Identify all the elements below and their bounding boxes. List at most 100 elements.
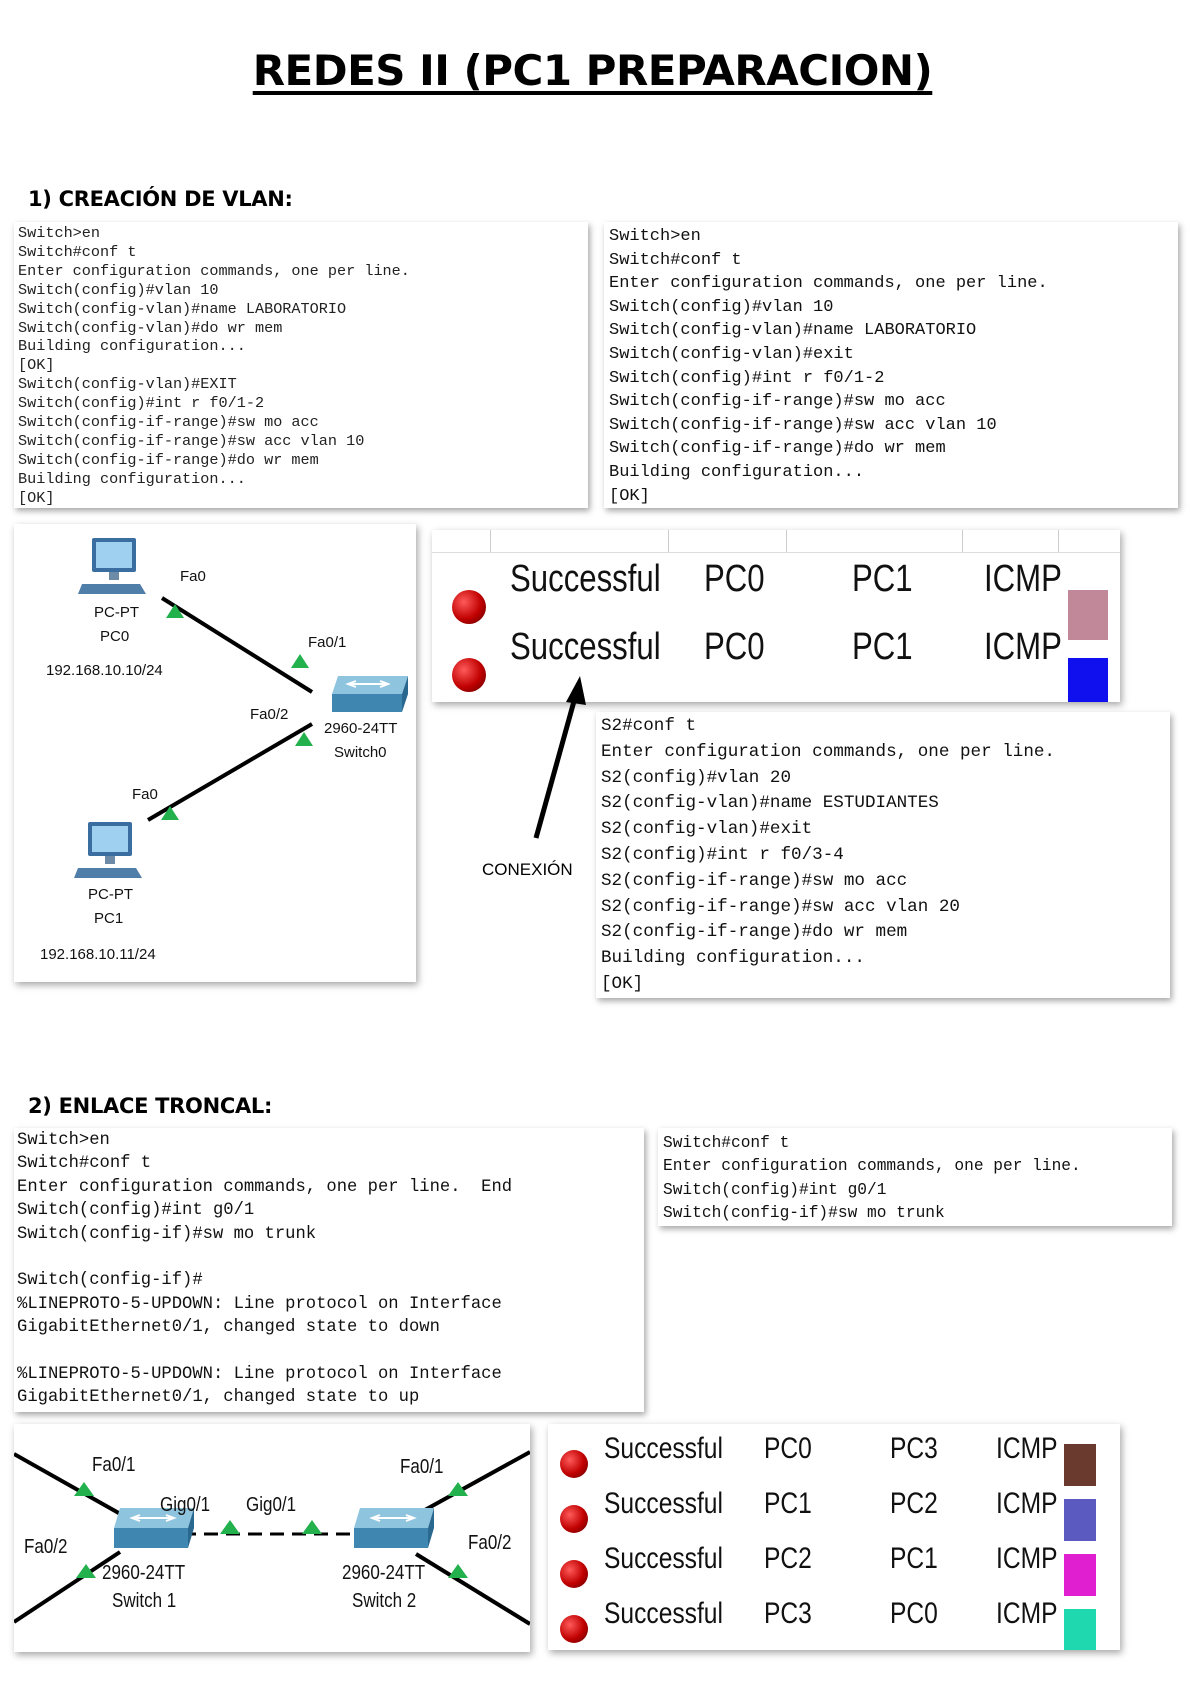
switch1-icon[interactable] (106, 1504, 206, 1560)
pdu-source: PC3 (764, 1597, 812, 1630)
pdu-destination: PC2 (890, 1487, 938, 1520)
switch0-icon[interactable] (326, 672, 416, 724)
terminal-line: Switch(config)#vlan 10 (609, 297, 834, 317)
terminal-line: Switch(config-if-range)#sw acc vlan 10 (609, 415, 997, 435)
terminal-line: S2(config-vlan)#name ESTUDIANTES (601, 793, 939, 814)
pdu-status: Successful (604, 1597, 723, 1630)
pdu-source: PC0 (704, 558, 765, 600)
terminal-line (17, 1340, 641, 1363)
pc1-icon[interactable] (74, 820, 144, 884)
pdu-destination: PC0 (890, 1597, 938, 1630)
pdu-status-dot-icon[interactable] (560, 1615, 588, 1643)
pdu-type: ICMP (996, 1542, 1058, 1575)
pdu-color-swatch (1064, 1609, 1096, 1650)
pc1-name-label: PC1 (94, 910, 124, 927)
pc0-name-label: PC0 (100, 628, 130, 645)
pdu-type: ICMP (984, 558, 1062, 600)
pdu-source: PC0 (704, 626, 765, 668)
terminal-line: GigabitEthernet0/1, changed state to up (17, 1388, 420, 1408)
terminal-line: Switch(config)#int r f0/1-2 (609, 368, 885, 388)
switch2-icon[interactable] (346, 1504, 446, 1560)
port-label-switch-fa0-2: Fa0/2 (250, 706, 289, 723)
terminal-line: %LINEPROTO-5-UPDOWN: Line protocol on In… (17, 1365, 502, 1385)
sw1-port-gig0-1: Gig0/1 (160, 1494, 211, 1516)
terminal-line: %LINEPROTO-5-UPDOWN: Line protocol on In… (17, 1294, 502, 1314)
connection-arrow-icon (533, 676, 586, 839)
terminal-line: GigabitEthernet0/1, changed state to dow… (17, 1318, 440, 1338)
terminal-line: [OK] (601, 973, 644, 994)
terminal-line: Switch(config-if)#sw mo trunk (17, 1224, 317, 1244)
port-label-pc0-fa0: Fa0 (180, 568, 206, 585)
sw2-port-fa0-1: Fa0/1 (400, 1456, 444, 1478)
pdu-source: PC0 (764, 1432, 812, 1465)
pdu-status-dot-icon[interactable] (452, 658, 486, 692)
trunk-topology-links (14, 1450, 530, 1626)
pc0-icon[interactable] (78, 536, 148, 600)
terminal-line: Enter configuration commands, one per li… (18, 261, 410, 280)
terminal-line: Switch(config-vlan)#name LABORATORIO (18, 299, 347, 318)
terminal-line: S2(config-vlan)#exit (601, 819, 813, 840)
pdu-destination: PC1 (890, 1542, 938, 1575)
terminal-line: Switch(config-vlan)#name LABORATORIO (609, 321, 977, 341)
terminal-line: Switch#conf t (17, 1154, 152, 1174)
pdu-destination: PC1 (852, 558, 913, 600)
terminal-line: Switch(config)#int g0/1 (663, 1180, 887, 1199)
pdu-color-swatch (1064, 1444, 1096, 1486)
pdu-color-swatch (1064, 1499, 1096, 1541)
terminal-line: Switch#conf t (18, 242, 137, 261)
sw2-name-label: Switch 2 (352, 1590, 417, 1612)
pdu-status-dot-icon[interactable] (560, 1505, 588, 1533)
sw2-model-label: 2960-24TT (342, 1562, 426, 1584)
terminal-line: Building configuration... (18, 469, 246, 488)
terminal-line: Switch(config)#int g0/1 (17, 1201, 255, 1221)
terminal-line: Switch>en (609, 227, 701, 246)
pdu-color-swatch (1068, 658, 1108, 702)
pc0-type-label: PC-PT (94, 604, 139, 621)
port-label-switch-fa0-1: Fa0/1 (308, 634, 347, 651)
switch0-model-label: 2960-24TT (324, 720, 398, 737)
terminal-line: Building configuration... (18, 337, 246, 356)
pdu-status-dot-icon[interactable] (560, 1450, 588, 1478)
terminal-line: Switch(config-if-range)#sw mo acc (18, 413, 319, 432)
switch0-name-label: Switch0 (334, 744, 387, 761)
terminal-line: [OK] (18, 356, 55, 375)
pdu-destination: PC3 (890, 1432, 938, 1465)
terminal-line: Switch(config-if-range)#do wr mem (609, 439, 946, 459)
terminal-line: Enter configuration commands, one per li… (663, 1157, 1081, 1176)
terminal-line: Switch(config-if-range)#do wr mem (18, 450, 319, 469)
pdu-status-dot-icon[interactable] (452, 590, 486, 624)
terminal-line: Switch>en (18, 224, 101, 242)
sw1-port-fa0-2: Fa0/2 (24, 1536, 68, 1558)
terminal-line: Enter configuration commands, one per li… (609, 274, 1048, 294)
terminal-line: Switch(config-vlan)#exit (609, 344, 854, 364)
pdu-status: Successful (604, 1542, 723, 1575)
sw1-name-label: Switch 1 (112, 1590, 177, 1612)
topology-links (146, 596, 314, 822)
connection-label: CONEXIÓN (482, 860, 573, 879)
terminal-line: Switch#conf t (609, 250, 742, 270)
sw1-model-label: 2960-24TT (102, 1562, 186, 1584)
pdu-status-dot-icon[interactable] (560, 1560, 588, 1588)
terminal-line: S2(config-if-range)#sw acc vlan 20 (601, 896, 960, 917)
pdu-type: ICMP (984, 626, 1062, 668)
terminal-line: [OK] (18, 488, 55, 507)
terminal-line: Enter configuration commands, one per li… (17, 1177, 513, 1197)
terminal-line: Building configuration... (601, 948, 865, 969)
terminal-line: Building configuration... (609, 462, 865, 482)
pdu-row[interactable]: Successful PC0 PC1 ICMP (432, 558, 1120, 640)
pdu-status: Successful (510, 558, 661, 600)
port-label-pc1-fa0: Fa0 (132, 786, 158, 803)
terminal-line: Switch(config-vlan)#EXIT (18, 375, 237, 394)
pdu-color-swatch (1068, 590, 1108, 640)
terminal-line: Switch(config-if-range)#sw acc vlan 10 (18, 431, 365, 450)
